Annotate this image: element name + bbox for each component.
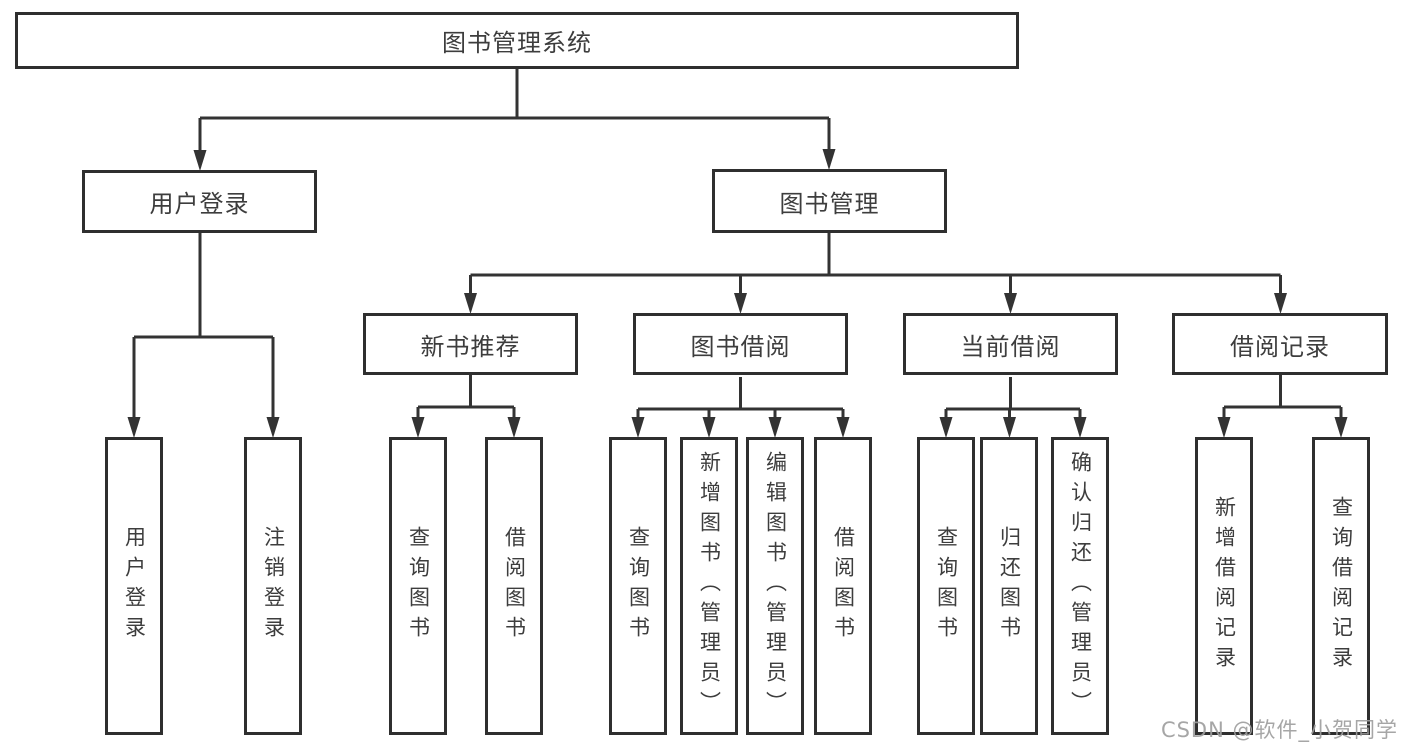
node-book-borrowing: 图书借阅 [633,313,848,375]
arrow-down-icons [127,149,1348,438]
csdn-watermark: CSDN @软件_小贺同学 [1160,718,1398,742]
node-book-borrowing-label: 图书借阅 [690,332,791,361]
leaf-user-login: 用户登录 [105,437,163,735]
arrowhead-icon [411,417,425,438]
leaf-add-books-admin: 新增图书（管理员） [680,437,738,735]
arrowhead-icon [822,149,836,170]
arrowhead-icon [734,293,747,314]
node-new-book-recommend-label: 新书推荐 [420,332,521,361]
leaf-query-books-recommend-label: 查询图书 [406,526,431,646]
arrowhead-icon [702,417,716,438]
node-borrowing-records: 借阅记录 [1172,313,1388,375]
arrowhead-icon [1334,417,1348,438]
leaf-user-login-label: 用户登录 [122,526,147,646]
leaf-query-books-current: 查询图书 [917,437,975,735]
leaf-return-books-label: 归还图书 [997,526,1022,646]
leaf-confirm-return-admin-label: 确认归还（管理员） [1068,451,1093,721]
node-user-login-group-label: 用户登录 [149,190,250,218]
arrowhead-icon [631,417,645,438]
node-new-book-recommend: 新书推荐 [363,313,578,375]
node-current-borrowing-label: 当前借阅 [960,332,1061,361]
leaf-borrow-books-label: 借阅图书 [831,526,856,646]
leaf-borrow-books-recommend: 借阅图书 [485,437,543,735]
leaf-edit-books-admin: 编辑图书（管理员） [746,437,804,735]
node-user-login-group: 用户登录 [82,170,317,233]
arrowhead-icon [768,417,782,438]
arrowhead-icon [836,417,850,438]
arrowhead-icon [1073,417,1087,438]
leaf-borrow-books: 借阅图书 [814,437,872,735]
arrowhead-icon [1217,417,1231,438]
leaf-query-borrow-record-label: 查询借阅记录 [1329,496,1354,676]
leaf-confirm-return-admin: 确认归还（管理员） [1051,437,1109,735]
node-current-borrowing: 当前借阅 [903,313,1118,375]
leaf-query-books-borrowing: 查询图书 [609,437,667,735]
arrowhead-icon [507,417,521,438]
node-borrowing-records-label: 借阅记录 [1230,332,1330,361]
leaf-add-borrow-record-label: 新增借阅记录 [1212,496,1237,676]
arrowhead-icon [193,150,207,171]
arrowhead-icon [266,417,280,438]
node-root-system-label: 图书管理系统 [442,29,592,57]
leaf-logout-label: 注销登录 [261,526,286,646]
leaf-logout: 注销登录 [244,437,302,735]
leaf-add-books-admin-label: 新增图书（管理员） [697,451,722,721]
leaf-query-borrow-record: 查询借阅记录 [1312,437,1370,735]
node-book-management: 图书管理 [712,169,947,233]
connector-lines [132,69,1343,421]
leaf-query-books-current-label: 查询图书 [934,526,959,646]
leaf-borrow-books-recommend-label: 借阅图书 [502,526,527,646]
node-root-system: 图书管理系统 [15,12,1019,69]
arrowhead-icon [1004,293,1017,314]
node-book-management-label: 图书管理 [779,189,880,218]
leaf-add-borrow-record: 新增借阅记录 [1195,437,1253,735]
leaf-return-books: 归还图书 [980,437,1038,735]
arrowhead-icon [127,417,141,438]
arrowhead-icon [1274,293,1287,314]
arrowhead-icon [1003,417,1016,438]
leaf-edit-books-admin-label: 编辑图书（管理员） [763,451,788,721]
arrowhead-icon [464,293,477,314]
arrowhead-icon [939,417,953,438]
leaf-query-books-recommend: 查询图书 [389,437,447,735]
leaf-query-books-borrowing-label: 查询图书 [626,526,651,646]
